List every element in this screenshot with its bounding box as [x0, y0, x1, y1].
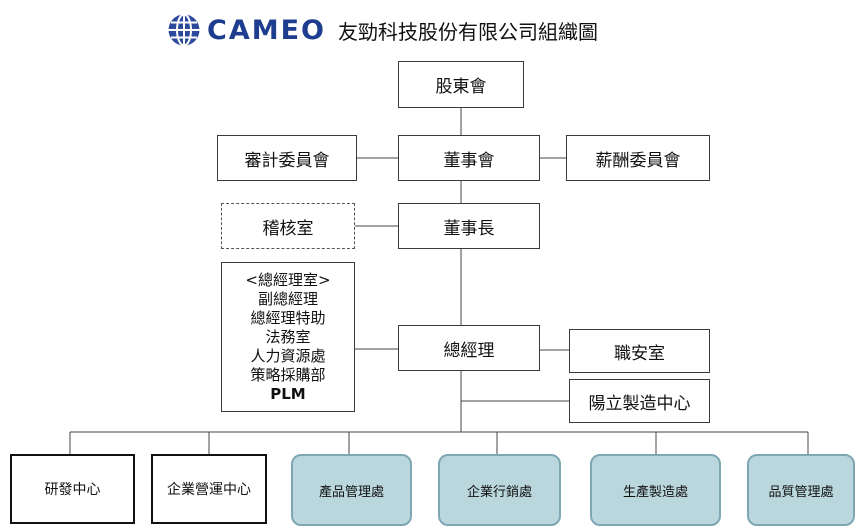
node-remuneration-committee: 薪酬委員會: [566, 135, 710, 181]
node-product-management: 產品管理處: [291, 454, 412, 526]
node-yangli-center: 陽立製造中心: [569, 379, 710, 423]
node-gm-office: <總經理室> 副總經理 總經理特助 法務室 人力資源處 策略採購部 PLM: [221, 262, 355, 412]
gm-office-item: <總經理室>: [245, 270, 331, 289]
node-audit-office: 稽核室: [221, 203, 355, 249]
node-operations-center: 企業營運中心: [151, 454, 267, 524]
node-board: 董事會: [398, 135, 540, 181]
globe-icon: [168, 13, 200, 47]
gm-office-item: 人力資源處: [250, 346, 326, 365]
node-chairman: 董事長: [398, 203, 540, 249]
node-audit-committee: 審計委員會: [217, 135, 357, 181]
gm-office-item: 法務室: [265, 327, 311, 346]
node-safety-office: 職安室: [569, 329, 710, 373]
node-general-manager: 總經理: [398, 325, 540, 371]
gm-office-item: 總經理特助: [250, 308, 326, 327]
node-production: 生產製造處: [590, 454, 721, 526]
node-rd-center: 研發中心: [10, 454, 135, 524]
chart-header: CAMEO 友勁科技股份有限公司組織圖: [167, 12, 598, 48]
gm-office-item: PLM: [270, 384, 306, 403]
gm-office-item: 策略採購部: [250, 365, 326, 384]
node-shareholders: 股東會: [398, 61, 524, 108]
chart-title: 友勁科技股份有限公司組織圖: [337, 19, 598, 44]
gm-office-item: 副總經理: [257, 289, 318, 308]
node-marketing: 企業行銷處: [438, 454, 561, 526]
brand-name: CAMEO: [207, 14, 326, 46]
node-quality: 品質管理處: [747, 454, 855, 526]
